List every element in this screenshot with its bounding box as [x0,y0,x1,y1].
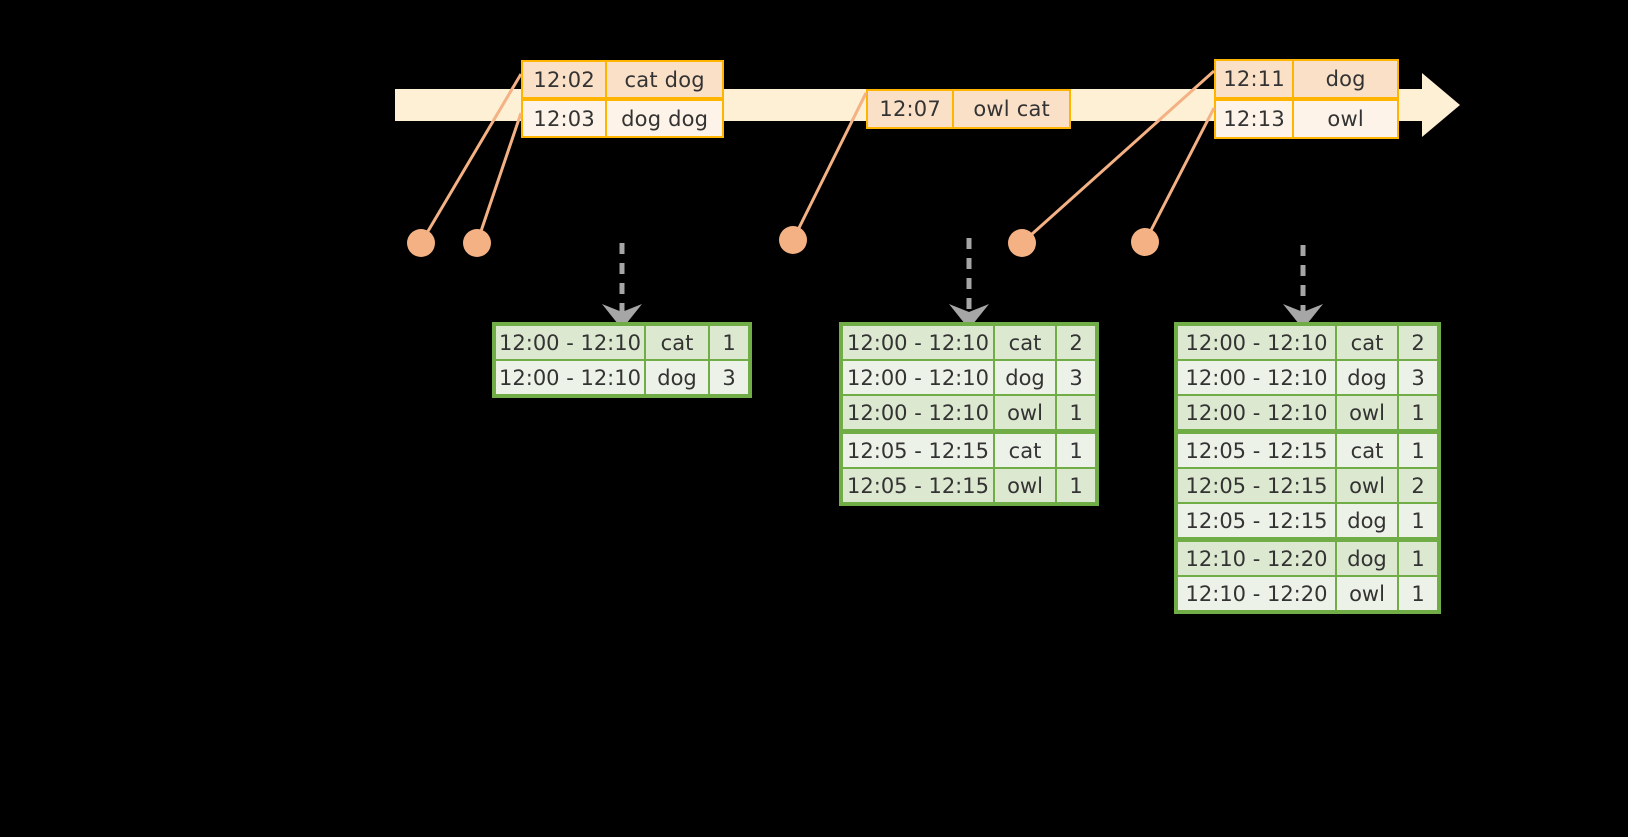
word-cell: dog [995,361,1055,394]
window-cell: 12:05 - 12:15 [1178,434,1335,467]
count-cell: 2 [1399,326,1437,359]
dot-2 [463,229,491,257]
dot-4 [1008,229,1036,257]
window-cell: 12:05 - 12:15 [1178,504,1335,537]
count-cell: 2 [1057,326,1095,359]
event-time: 12:13 [1216,101,1295,137]
timeline-event-2: 12:03 dog dog [521,99,724,138]
event-time: 12:02 [523,62,608,97]
dot-5 [1131,228,1159,256]
window-cell: 12:00 - 12:10 [496,361,644,394]
count-cell: 3 [1399,361,1437,394]
word-cell: owl [995,469,1055,502]
count-cell: 2 [1399,469,1437,502]
event-words: dog dog [621,106,709,131]
event-words: owl [1327,107,1364,131]
event-time: 12:11 [1216,61,1295,97]
word-cell: dog [646,361,708,394]
count-cell: 1 [1399,504,1437,537]
word-cell: cat [1337,434,1397,467]
window-cell: 12:00 - 12:10 [843,361,993,394]
count-cell: 1 [1399,396,1437,429]
timeline-event-1: 12:02 cat dog [521,60,724,99]
window-cell: 12:00 - 12:10 [1178,396,1335,429]
word-cell: cat [995,326,1055,359]
dot-3 [779,226,807,254]
word-cell: owl [1337,469,1397,502]
window-cell: 12:10 - 12:20 [1178,542,1335,575]
event-words: cat dog [624,67,705,92]
count-cell: 3 [1057,361,1095,394]
word-cell: owl [1337,396,1397,429]
window-cell: 12:00 - 12:10 [496,326,644,359]
window-cell: 12:00 - 12:10 [843,396,993,429]
count-cell: 1 [1399,434,1437,467]
word-cell: dog [1337,504,1397,537]
word-cell: cat [995,434,1055,467]
window-cell: 12:00 - 12:10 [1178,326,1335,359]
window-cell: 12:05 - 12:15 [1178,469,1335,502]
dot-1 [407,229,435,257]
word-cell: cat [646,326,708,359]
count-cell: 1 [1399,542,1437,575]
word-cell: owl [995,396,1055,429]
event-time: 12:03 [523,101,608,136]
window-cell: 12:05 - 12:15 [843,434,993,467]
event-words: dog [1325,67,1366,91]
count-cell: 1 [1057,434,1095,467]
word-cell: cat [1337,326,1397,359]
window-cell: 12:00 - 12:10 [1178,361,1335,394]
word-cell: dog [1337,542,1397,575]
count-cell: 1 [1057,469,1095,502]
window-cell: 12:10 - 12:20 [1178,577,1335,610]
count-cell: 1 [1057,396,1095,429]
count-cell: 1 [710,326,748,359]
timeline-event-4: 12:11 dog [1214,59,1399,99]
word-cell: owl [1337,577,1397,610]
count-cell: 1 [1399,577,1437,610]
window-cell: 12:05 - 12:15 [843,469,993,502]
timeline-arrowhead [1422,73,1460,137]
count-cell: 3 [710,361,748,394]
window-cell: 12:00 - 12:10 [843,326,993,359]
timeline-event-5: 12:13 owl [1214,99,1399,139]
word-cell: dog [1337,361,1397,394]
event-time: 12:07 [868,91,955,127]
